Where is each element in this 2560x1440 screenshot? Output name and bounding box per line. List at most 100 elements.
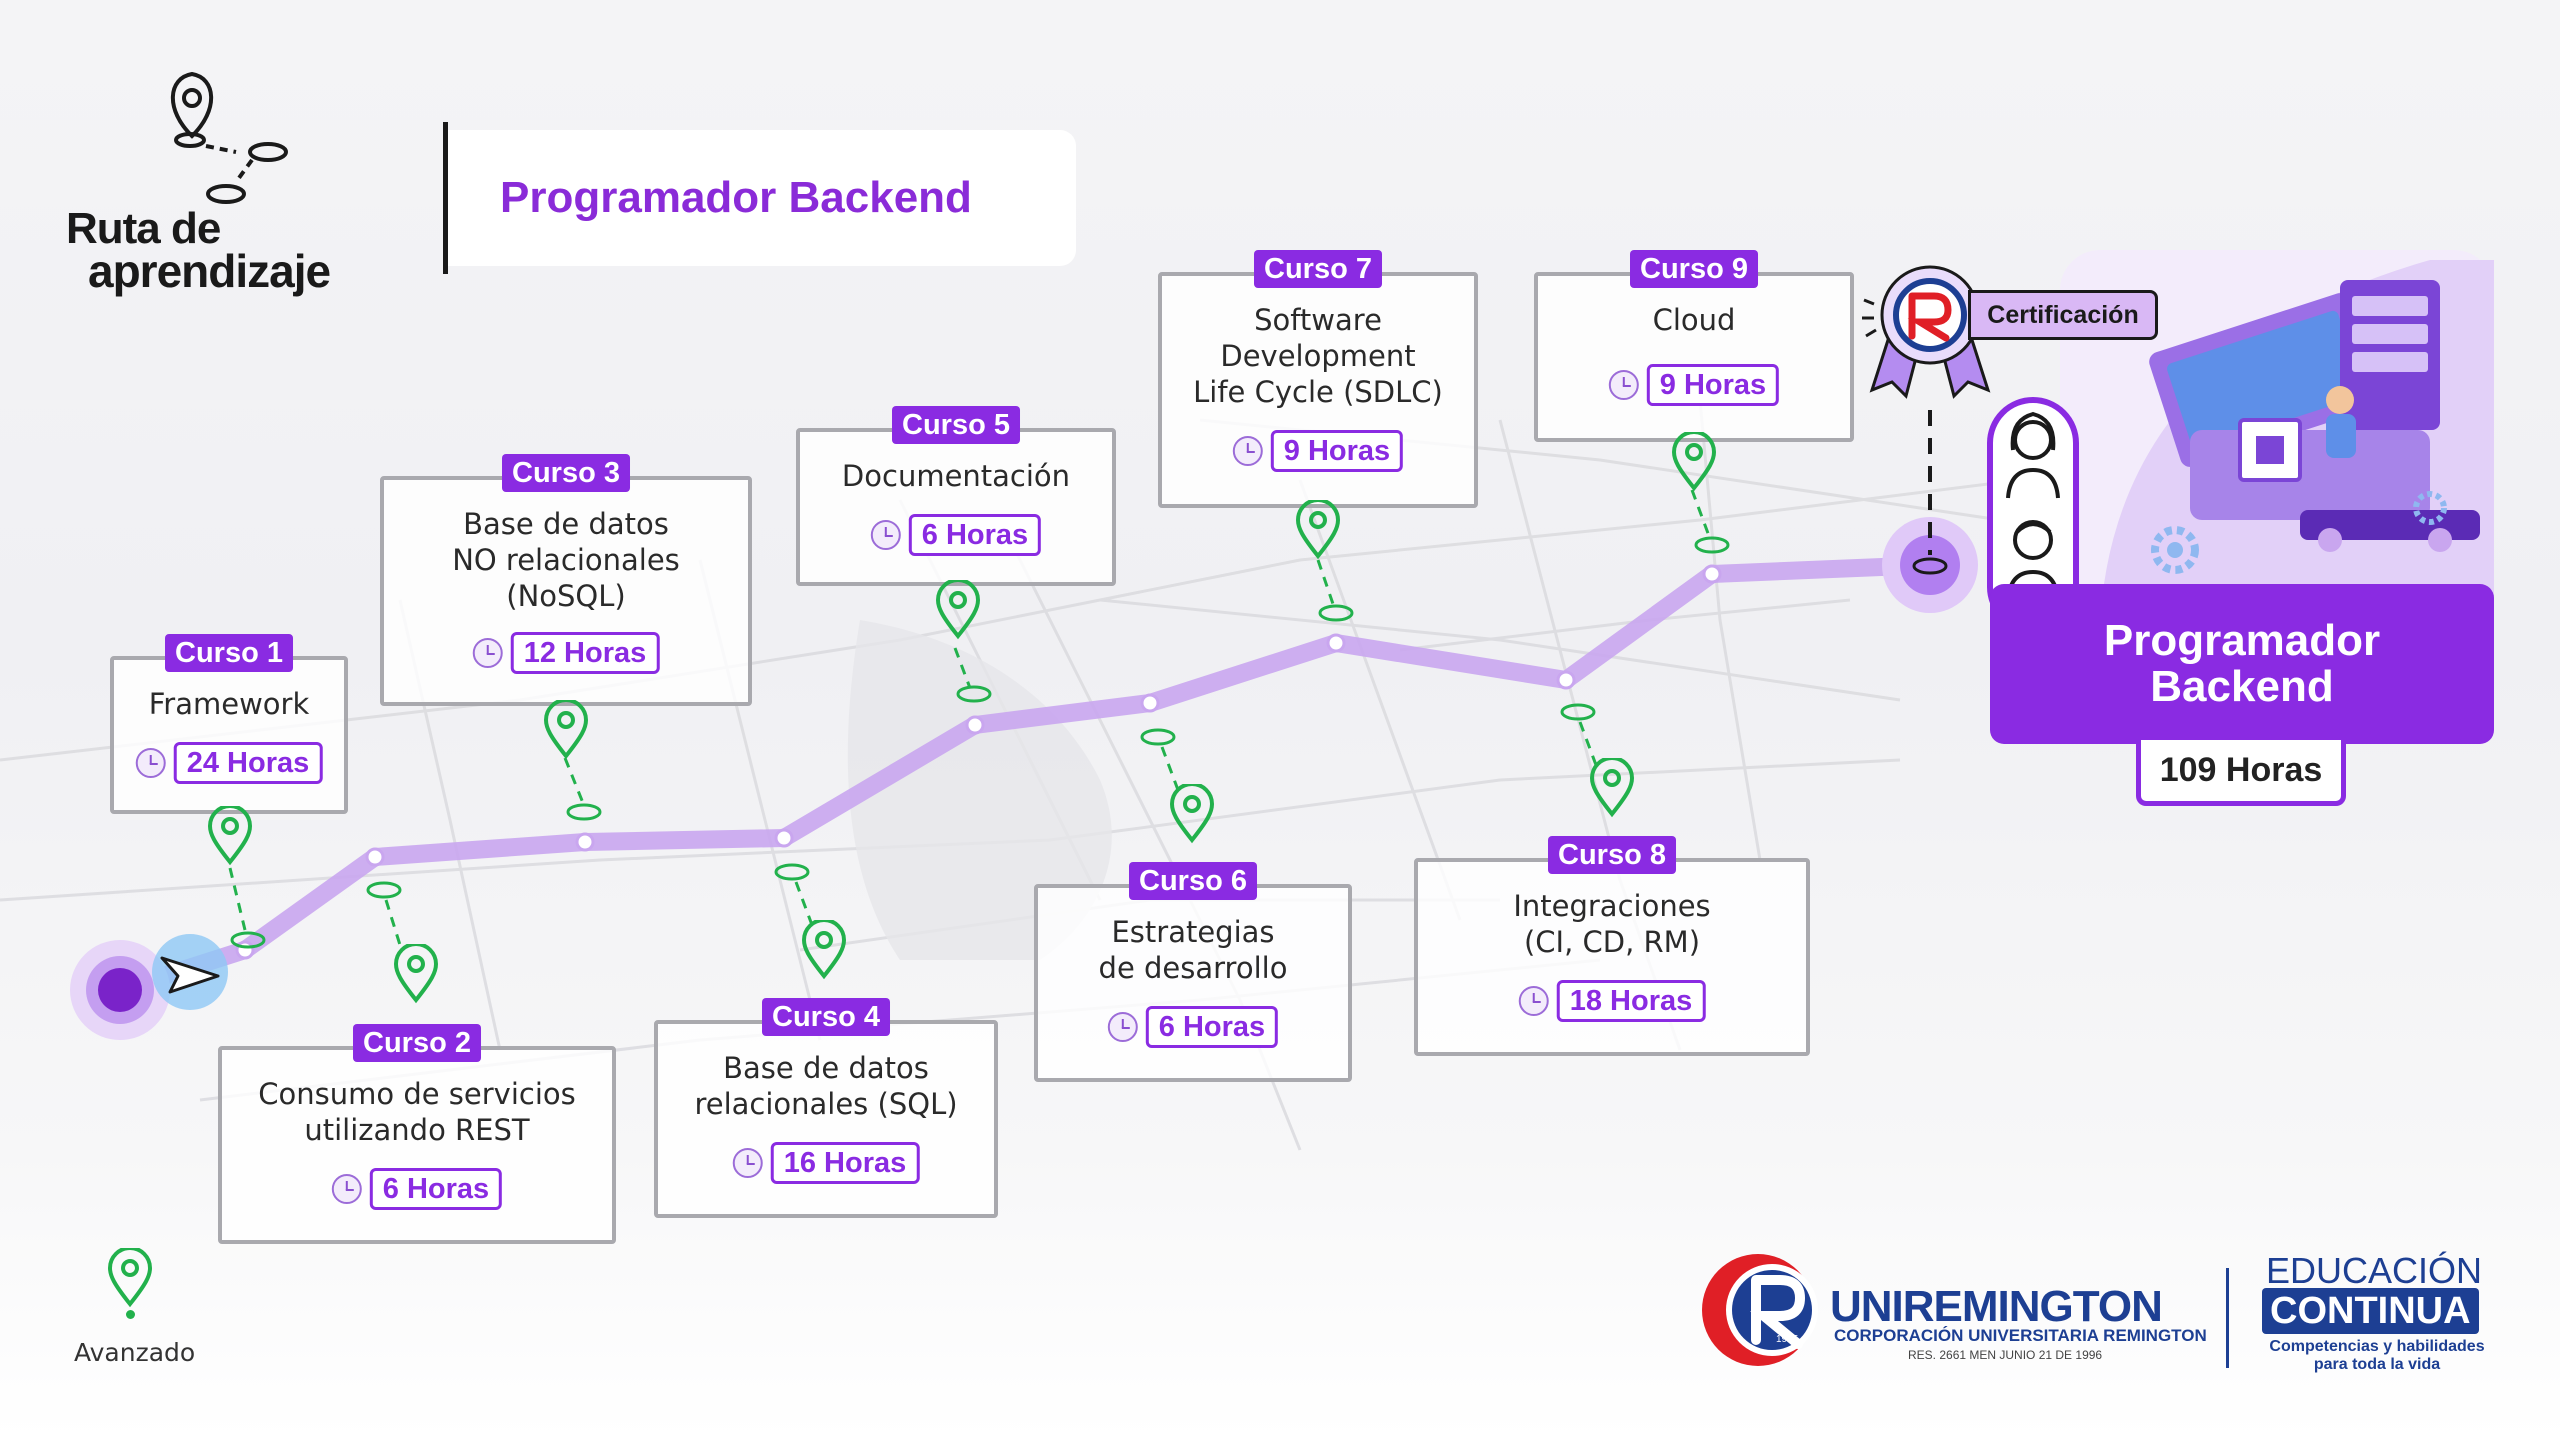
hours-badge: 16 Horas (770, 1142, 920, 1184)
course-hours: 6 Horas (1107, 1006, 1279, 1048)
map-pin-icon (935, 578, 981, 640)
logo-text: Ruta de aprendizaje (66, 204, 331, 297)
course-name: Estrategias de desarrollo (1098, 915, 1288, 985)
university-name: UNIREMINGTON (1830, 1282, 2163, 1331)
course-hours: 9 Horas (1232, 430, 1404, 472)
backend-illustration (2060, 250, 2494, 690)
course-hours: 24 Horas (135, 742, 323, 784)
course-tag: Curso 1 (165, 634, 293, 672)
clock-icon (870, 520, 901, 550)
course-tag: Curso 9 (1630, 250, 1758, 288)
course-tag: Curso 3 (502, 454, 630, 492)
clock-icon (331, 1174, 362, 1204)
route-logo-icon (170, 71, 288, 204)
map-pin-icon (1295, 498, 1341, 560)
total-hours: 109 Horas (2136, 740, 2346, 806)
map-pin-icon (207, 804, 253, 866)
course-card-7: Curso 7 Software Development Life Cycle … (1158, 250, 1478, 508)
university-subtitle: CORPORACIÓN UNIVERSITARIA REMINGTON (1834, 1326, 2207, 1345)
course-tag: Curso 4 (762, 998, 890, 1036)
course-card-4: Curso 4 Base de datos relacionales (SQL)… (654, 998, 998, 1218)
course-tag: Curso 6 (1129, 862, 1257, 900)
final-title-line-1: Programador (2103, 616, 2381, 665)
course-tag: Curso 5 (892, 406, 1020, 444)
clock-icon (472, 638, 503, 668)
start-marker (70, 940, 170, 1040)
course-card-8: Curso 8 Integraciones (CI, CD, RM) 18 Ho… (1414, 836, 1810, 1056)
course-tag: Curso 7 (1254, 250, 1382, 288)
course-card-6: Curso 6 Estrategias de desarrollo 6 Hora… (1034, 862, 1352, 1082)
edu-line-2: CONTINUA (2262, 1288, 2479, 1334)
course-hours: 18 Horas (1518, 980, 1706, 1022)
page-title: Programador Backend (500, 173, 972, 222)
water-shape (847, 620, 1112, 960)
hours-badge: 6 Horas (908, 514, 1042, 556)
course-name: Documentación (841, 459, 1071, 493)
title-card: Programador Backend (448, 130, 1076, 266)
course-tag: Curso 2 (353, 1024, 481, 1062)
edu-tagline-1: Competencias y habilidades (2269, 1338, 2485, 1355)
edu-tagline-2: para toda la vida (2313, 1356, 2441, 1373)
course-name: Integraciones (CI, CD, RM) (1513, 889, 1711, 959)
hours-badge: 9 Horas (1270, 430, 1404, 472)
course-card-2: Curso 2 Consumo de servicios utilizando … (218, 1024, 616, 1244)
course-name: Cloud (1652, 303, 1736, 337)
map-pin-icon (393, 942, 439, 1004)
course-name: Software Development Life Cycle (SDLC) (1193, 303, 1443, 409)
hours-badge: 6 Horas (369, 1168, 503, 1210)
clock-icon (1232, 436, 1263, 466)
clock-icon (1518, 986, 1549, 1016)
hours-badge: 9 Horas (1646, 364, 1780, 406)
paper-plane-icon (152, 934, 228, 1010)
course-name: Base de datos relacionales (SQL) (694, 1051, 958, 1121)
logo-line-1: Ruta de (66, 204, 221, 253)
hours-badge: 6 Horas (1145, 1006, 1279, 1048)
branding-divider (2226, 1268, 2229, 1368)
course-tag: Curso 8 (1548, 836, 1676, 874)
course-hours: 6 Horas (331, 1168, 503, 1210)
certification-label: Certificación (1968, 290, 2158, 340)
final-role-panel: Programador Backend (1990, 584, 2494, 744)
gear-icon (2413, 491, 2447, 525)
course-card-9: Curso 9 Cloud 9 Horas (1534, 250, 1854, 442)
edu-line-1: EDUCACIÓN (2266, 1250, 2483, 1291)
hours-badge: 18 Horas (1556, 980, 1706, 1022)
hours-badge: 12 Horas (510, 632, 660, 674)
uniremington-seal: 1915 (1702, 1254, 1818, 1366)
map-pin-icon (1169, 782, 1215, 844)
course-name: Base de datos NO relacionales (NoSQL) (452, 507, 680, 613)
clock-icon (732, 1148, 763, 1178)
course-hours: 12 Horas (472, 632, 660, 674)
route-nodes (235, 564, 1722, 960)
course-name: Consumo de servicios utilizando REST (258, 1077, 576, 1147)
course-card-3: Curso 3 Base de datos NO relacionales (N… (380, 454, 752, 706)
hours-badge: 24 Horas (173, 742, 323, 784)
course-card-5: Curso 5 Documentación 6 Horas (796, 406, 1116, 586)
legend-label: Avanzado (74, 1338, 196, 1367)
clock-icon (1107, 1012, 1138, 1042)
logo-line-2: aprendizaje (88, 245, 331, 297)
map-pin-icon (1671, 430, 1717, 492)
final-title-line-2: Backend (2150, 662, 2334, 711)
course-name: Framework (148, 687, 310, 721)
course-card-1: Curso 1 Framework 24 Horas (110, 634, 348, 814)
route-logo: Ruta de aprendizaje (60, 60, 400, 300)
edu-tagline: Competencias y habilidades para toda la … (2262, 1338, 2492, 1374)
university-resolution: RES. 2661 MEN JUNIO 21 DE 1996 (1908, 1348, 2103, 1362)
course-hours: 6 Horas (870, 514, 1042, 556)
course-hours: 9 Horas (1608, 364, 1780, 406)
map-pin-icon (801, 918, 847, 980)
map-pin-icon (543, 698, 589, 760)
header-divider (443, 122, 448, 274)
woman-avatar-icon (2006, 411, 2060, 499)
map-pin-icon (1589, 756, 1635, 818)
course-hours: 16 Horas (732, 1142, 920, 1184)
gear-icon (2151, 526, 2199, 574)
end-marker (1882, 410, 1978, 613)
map-pin-icon (107, 1246, 153, 1319)
seal-year: 1915 (1776, 1334, 1799, 1345)
clock-icon (135, 748, 166, 778)
pin-connectors (228, 489, 1730, 949)
